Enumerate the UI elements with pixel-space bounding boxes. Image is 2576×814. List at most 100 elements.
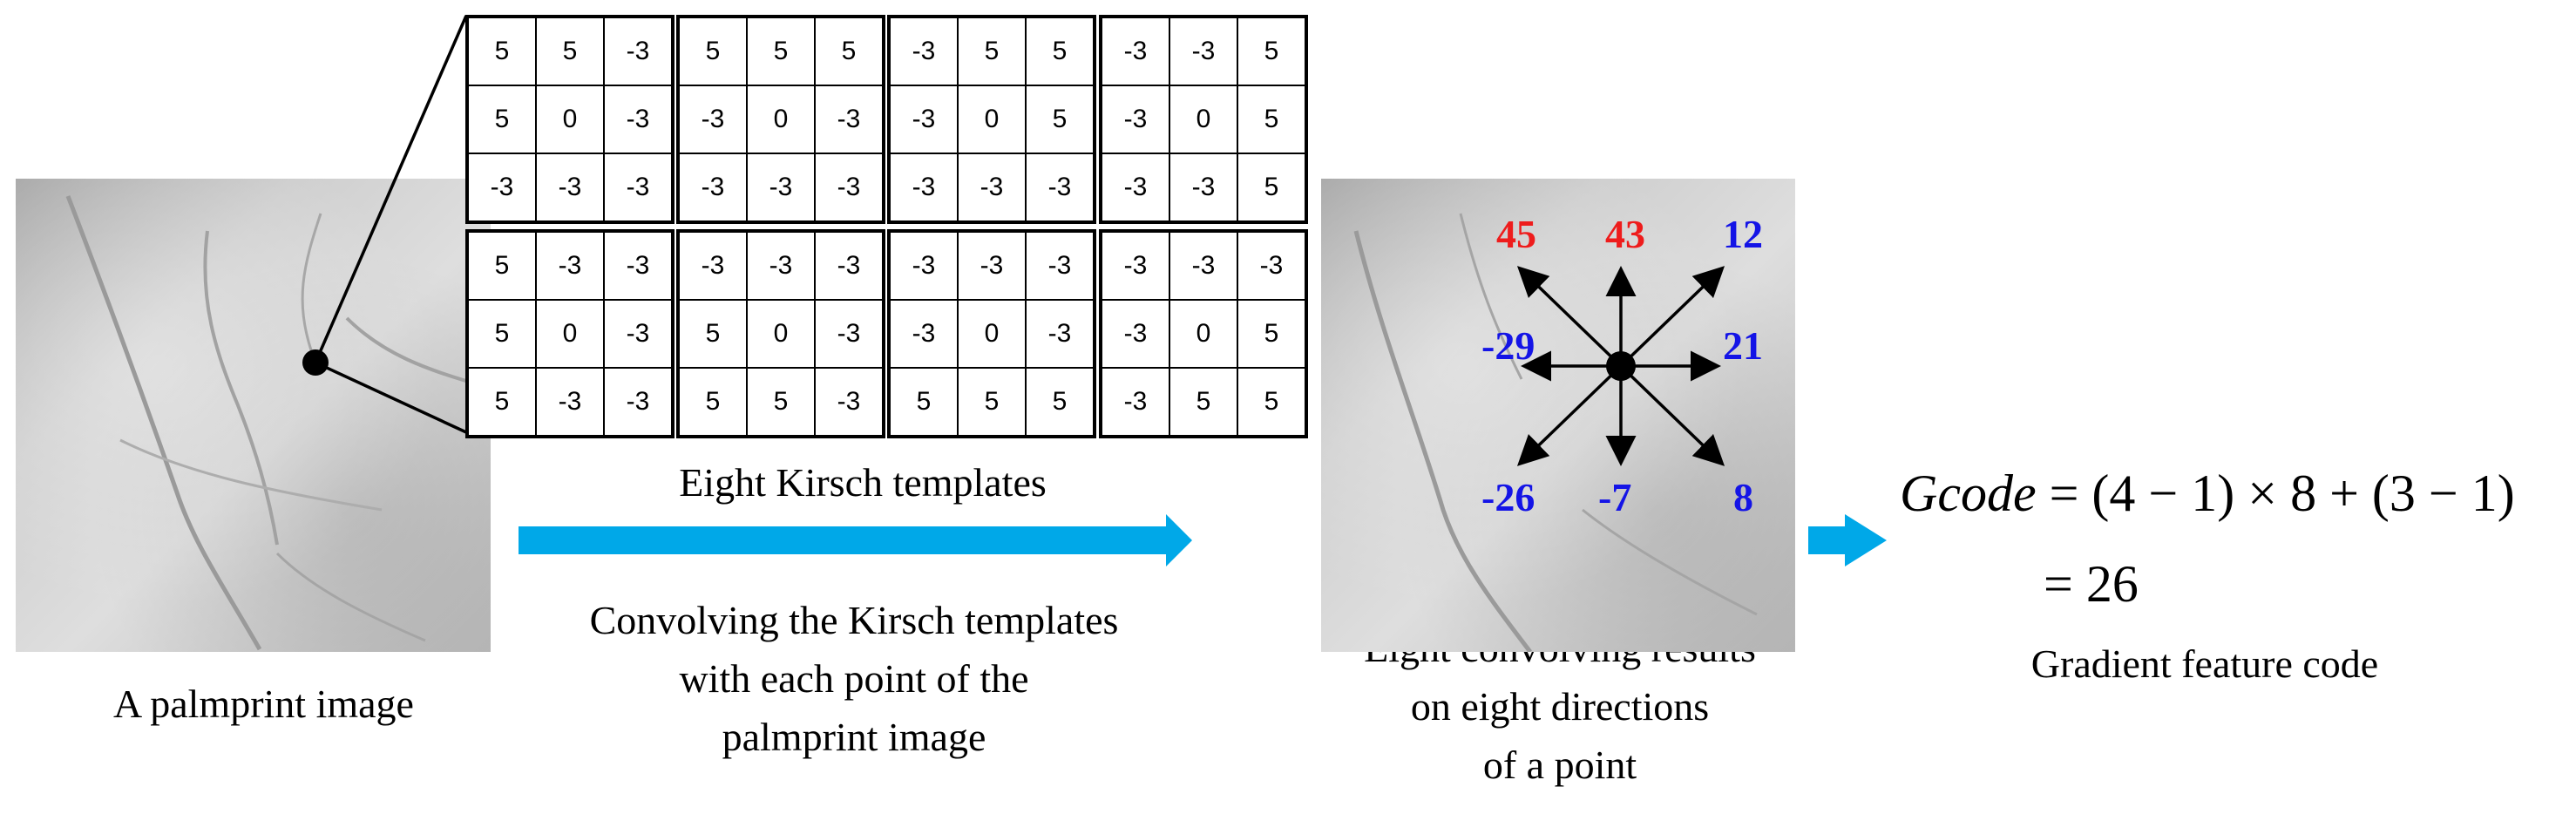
kirsch-cell: -3 <box>1102 17 1169 85</box>
kirsch-cell: -3 <box>468 153 536 221</box>
palm-caption: A palmprint image <box>113 682 414 726</box>
value-n: 43 <box>1605 212 1645 256</box>
kirsch-cell: -3 <box>1237 232 1305 300</box>
flow-arrow-main <box>519 514 1192 566</box>
kirsch-cell: -3 <box>536 368 604 436</box>
kirsch-cell: 0 <box>747 85 815 153</box>
arrow-ne <box>1619 266 1725 368</box>
templates-caption: Eight Kirsch templates <box>679 460 1047 505</box>
kirsch-cell: 5 <box>536 17 604 85</box>
kirsch-cell: 5 <box>1026 17 1094 85</box>
kirsch-cell: -3 <box>958 232 1026 300</box>
kirsch-cell: 5 <box>468 17 536 85</box>
kirsch-cell: 5 <box>1237 368 1305 436</box>
value-sw: -26 <box>1481 475 1535 519</box>
palmprint-image <box>16 179 491 652</box>
kirsch-cell: -3 <box>815 368 883 436</box>
kirsch-cell: 5 <box>1169 368 1237 436</box>
kirsch-cell: -3 <box>604 85 672 153</box>
kirsch-cell: 5 <box>1237 17 1305 85</box>
kirsch-cell: -3 <box>679 153 747 221</box>
kirsch-cell: 5 <box>958 368 1026 436</box>
kirsch-cell: -3 <box>890 153 958 221</box>
kirsch-cell: 0 <box>747 300 815 368</box>
gcode-expression: = (4 − 1) × 8 + (3 − 1) <box>2049 465 2515 522</box>
convolve-caption-line2: with each point of the <box>679 656 1029 701</box>
value-e: 21 <box>1723 323 1763 368</box>
kirsch-cell: -3 <box>604 17 672 85</box>
kirsch-cell: -3 <box>604 232 672 300</box>
arrow-se <box>1619 364 1725 466</box>
kirsch-cell: 5 <box>815 17 883 85</box>
kirsch-cell: 5 <box>1237 300 1305 368</box>
kirsch-cell: -3 <box>747 232 815 300</box>
kirsch-cell: -3 <box>536 232 604 300</box>
kirsch-cell: 5 <box>679 17 747 85</box>
kirsch-cell: -3 <box>1026 232 1094 300</box>
kirsch-cell: 0 <box>958 300 1026 368</box>
kirsch-cell: 5 <box>468 368 536 436</box>
kirsch-cell: 5 <box>468 232 536 300</box>
kirsch-cell: 5 <box>747 17 815 85</box>
kirsch-cell: 0 <box>1169 300 1237 368</box>
kirsch-cell: 0 <box>1169 85 1237 153</box>
value-se: 8 <box>1733 475 1753 519</box>
kirsch-cell: 0 <box>958 85 1026 153</box>
value-s: -7 <box>1598 475 1632 519</box>
kirsch-cell: -3 <box>815 300 883 368</box>
kirsch-cell: -3 <box>815 232 883 300</box>
kirsch-cell: -3 <box>536 153 604 221</box>
kirsch-cell: 5 <box>747 368 815 436</box>
value-nw: 45 <box>1496 212 1536 256</box>
kirsch-cell: -3 <box>958 153 1026 221</box>
kirsch-cell: -3 <box>1102 153 1169 221</box>
gcode-symbol: Gcode <box>1900 465 2037 522</box>
value-w: -29 <box>1481 323 1535 368</box>
kirsch-cell: -3 <box>1169 17 1237 85</box>
kirsch-cell: 5 <box>1237 85 1305 153</box>
kirsch-cell: 5 <box>679 368 747 436</box>
flow-arrow-short <box>1808 514 1887 566</box>
kirsch-cell: -3 <box>604 153 672 221</box>
kirsch-cell: -3 <box>815 153 883 221</box>
kirsch-cell: 5 <box>468 85 536 153</box>
kirsch-cell: -3 <box>890 85 958 153</box>
kirsch-cell: 5 <box>1026 368 1094 436</box>
kirsch-cell: -3 <box>890 300 958 368</box>
kirsch-cell: -3 <box>1102 232 1169 300</box>
kirsch-cell: -3 <box>747 153 815 221</box>
kirsch-cell: -3 <box>1169 232 1237 300</box>
results-caption-line2: on eight directions <box>1410 684 1710 729</box>
kirsch-cell: 5 <box>1237 153 1305 221</box>
kirsch-cell: 5 <box>958 17 1026 85</box>
kirsch-cell: 0 <box>536 300 604 368</box>
gcode-formula: Gcode = (4 − 1) × 8 + (3 − 1) <box>1900 467 2515 519</box>
kirsch-cell: -3 <box>815 85 883 153</box>
convolve-caption-line1: Convolving the Kirsch templates <box>589 598 1119 642</box>
results-caption-line3: of a point <box>1482 743 1637 787</box>
convolve-caption-line3: palmprint image <box>722 715 986 759</box>
kirsch-cell: -3 <box>1026 153 1094 221</box>
kirsch-cell: 5 <box>679 300 747 368</box>
point-neighborhood-image <box>1321 179 1795 652</box>
gcode-result: = 26 <box>2044 555 2139 613</box>
kirsch-cell: 5 <box>890 368 958 436</box>
kirsch-cell: -3 <box>1102 368 1169 436</box>
arrow-nw <box>1516 266 1623 368</box>
kirsch-cell: -3 <box>604 300 672 368</box>
kirsch-cell: -3 <box>1102 85 1169 153</box>
kirsch-cell: 5 <box>1026 85 1094 153</box>
kirsch-cell: -3 <box>604 368 672 436</box>
kirsch-cell: -3 <box>890 232 958 300</box>
kirsch-cell: -3 <box>679 85 747 153</box>
kirsch-cell: -3 <box>679 232 747 300</box>
